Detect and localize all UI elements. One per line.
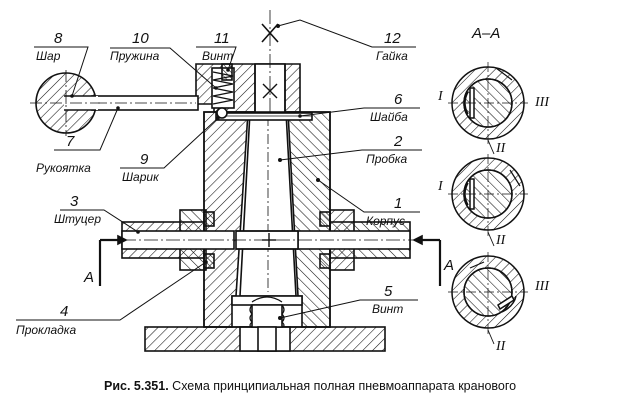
label-2-number: 2: [393, 133, 403, 150]
label-11-number: 11: [214, 30, 230, 47]
label-8-name: Шар: [36, 49, 61, 63]
section-view-2: [448, 154, 528, 247]
view3-pos-III: III: [534, 279, 550, 294]
view3-pos-II: II: [495, 339, 507, 354]
label-9-number: 9: [140, 151, 149, 168]
label-3-number: 3: [70, 193, 79, 210]
label-4-name: Прокладка: [16, 323, 76, 337]
nut-symbol: [261, 23, 279, 43]
section-view-3: [448, 252, 528, 345]
label-1-name: Корпус: [366, 214, 405, 228]
detent-ball: [216, 107, 228, 119]
label-7-number: 7: [66, 133, 75, 150]
figure-caption-number: Рис. 5.351.: [104, 379, 169, 393]
assembly: [30, 10, 442, 352]
view2-pos-II: II: [495, 233, 507, 248]
washer: [215, 112, 313, 121]
left-gasket: [203, 211, 215, 227]
label-7-name: Рукоятка: [36, 161, 91, 175]
set-screw: [221, 63, 233, 81]
label-5-name: Винт: [372, 302, 403, 316]
label-8-number: 8: [54, 30, 63, 47]
label-10-name: Пружина: [110, 49, 160, 63]
label-1-number: 1: [394, 195, 402, 212]
label-2-name: Пробка: [366, 152, 407, 166]
figure-caption: Рис. 5.351. Схема принципиальная полная …: [104, 379, 516, 393]
view1-pos-III: III: [534, 95, 550, 110]
view1-pos-II: II: [495, 141, 507, 156]
section-arrow-right: [412, 234, 442, 286]
figure-caption-text: Схема принципиальная полная пневмоаппара…: [169, 379, 516, 393]
label-4-number: 4: [60, 303, 68, 320]
label-12-number: 12: [384, 30, 401, 47]
label-3-name: Штуцер: [54, 212, 101, 226]
label-12-name: Гайка: [376, 49, 408, 63]
view2-pos-I: I: [437, 179, 444, 194]
leaders: [16, 19, 422, 321]
labels: 8 Шар 10 Пружина 11 Винт 12 Гайка 6 Шайб…: [16, 30, 454, 337]
label-10-number: 10: [132, 30, 149, 47]
label-11-name: Винт: [202, 49, 233, 63]
section-arrow-left: [98, 234, 128, 286]
label-6-number: 6: [394, 91, 403, 108]
section-arrow-left-letter: А: [83, 269, 94, 286]
label-5-number: 5: [384, 283, 393, 300]
label-9-name: Шарик: [122, 170, 160, 184]
label-6-name: Шайба: [370, 110, 408, 124]
section-views: А–А I III II I II: [437, 25, 550, 354]
section-title: А–А: [471, 25, 500, 42]
section-arrow-right-letter: А: [443, 257, 454, 274]
section-view-1: [448, 62, 528, 155]
view1-pos-I: I: [437, 89, 444, 104]
